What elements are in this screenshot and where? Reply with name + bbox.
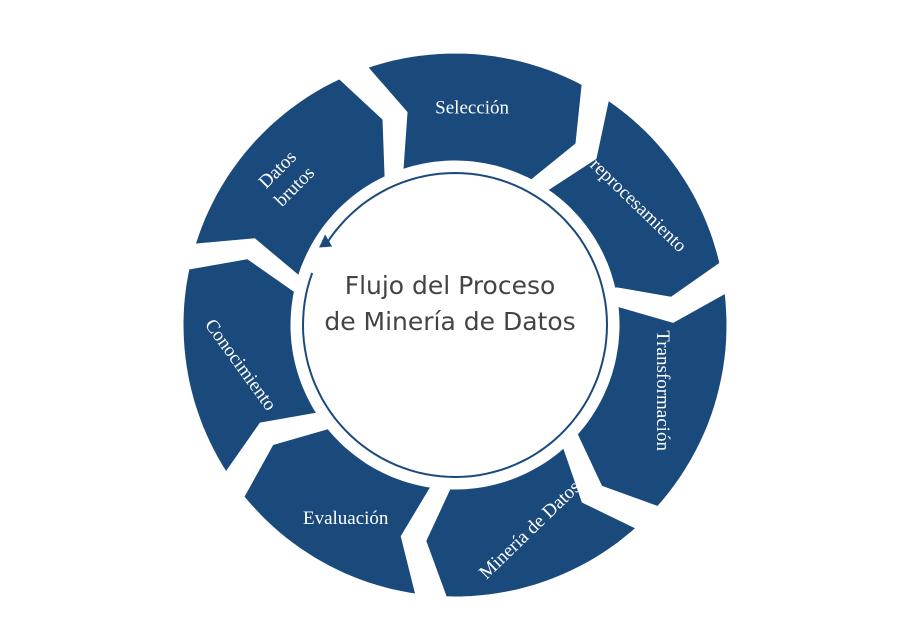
label-seleccion: Selección [435, 98, 509, 119]
segment-group [180, 50, 730, 600]
label-transformacion: Transformación [652, 330, 673, 451]
segment-preprocesamiento [543, 96, 723, 300]
flow-arrowhead-icon [319, 234, 333, 248]
diagram-title: Flujo del Proceso de Minería de Datos [280, 268, 620, 340]
label-evaluacion: Evaluación [303, 508, 389, 529]
inner-flow-circle [301, 171, 609, 479]
diagram-title-line-1: Flujo del Proceso [344, 271, 556, 300]
label-transformacion-line: Transformación [652, 330, 673, 451]
label-evaluacion-line: Evaluación [303, 508, 389, 529]
segment-seleccion [363, 50, 585, 183]
segment-transformacion [574, 289, 730, 510]
inner-loop [301, 171, 609, 479]
segment-datos-brutos [191, 75, 388, 280]
segment-conocimiento [180, 256, 321, 477]
segment-evaluacion [240, 425, 435, 598]
segment-mineria-de-datos [423, 443, 641, 600]
label-seleccion-line: Selección [435, 98, 509, 119]
diagram-title-line-2: de Minería de Datos [324, 307, 576, 336]
